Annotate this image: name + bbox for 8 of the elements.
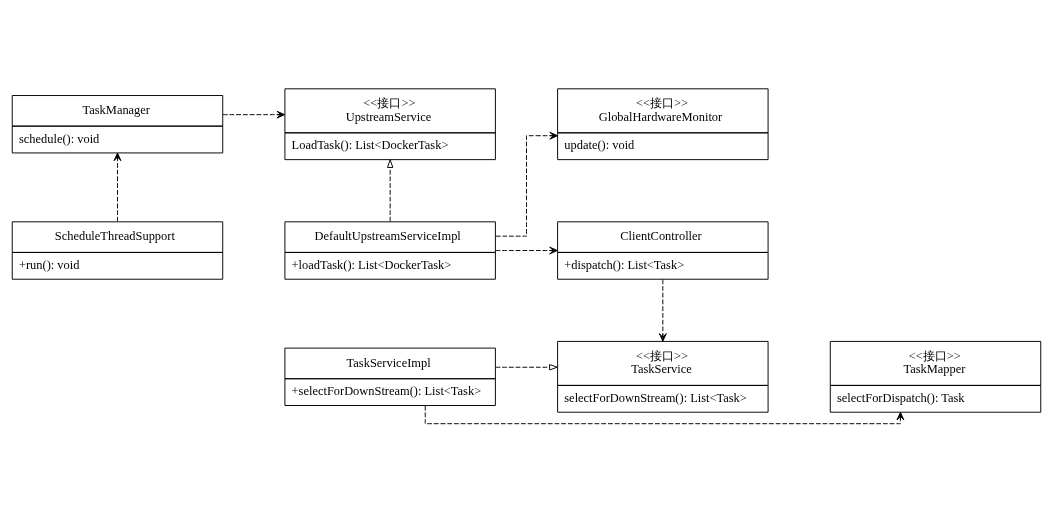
arrow (424, 404, 905, 424)
arrow (222, 110, 286, 119)
arrow (495, 131, 558, 237)
arrow (658, 278, 667, 342)
arrow (495, 363, 558, 370)
arrow (495, 246, 558, 254)
arrow (113, 152, 122, 222)
arrow (387, 158, 394, 222)
